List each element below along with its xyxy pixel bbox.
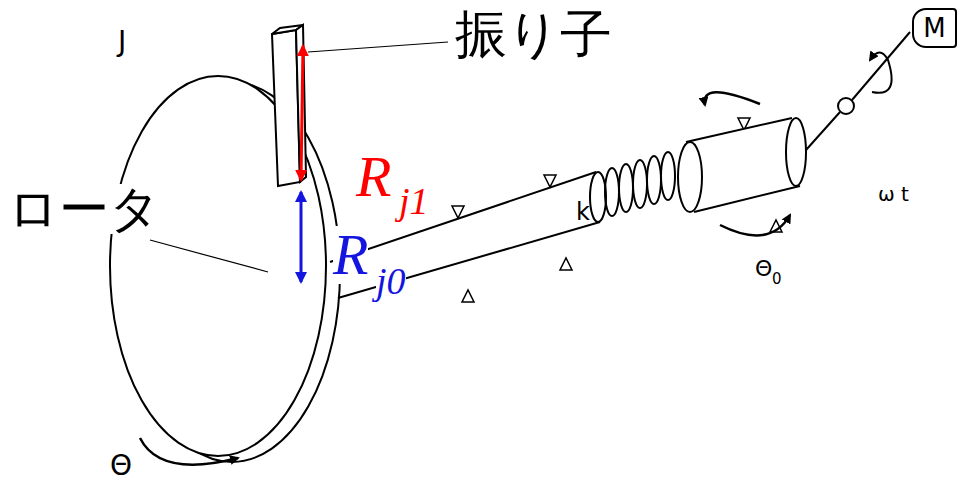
part-name: 振り子	[455, 8, 612, 60]
symbol-label: Θ	[755, 258, 772, 280]
leader-line	[308, 42, 448, 52]
radius-subscript: j1	[399, 182, 429, 220]
rotation-arrow	[720, 215, 790, 235]
dimension-arrow	[301, 46, 303, 180]
motor-label: M	[923, 15, 945, 41]
leader-line	[150, 240, 268, 272]
symbol-label: k	[576, 200, 590, 224]
input-drum	[678, 118, 806, 212]
dimension-arrow	[300, 192, 303, 282]
symbol-label: Θ	[110, 452, 132, 480]
part-name: ロータ	[8, 184, 160, 234]
rotation-arrow	[870, 53, 892, 93]
rotation-arrow	[140, 438, 238, 465]
pendulum-bar	[272, 25, 306, 186]
radius-subscript: j0	[376, 262, 406, 300]
crank	[806, 32, 910, 150]
radius-symbol: R	[333, 226, 368, 284]
spring	[605, 152, 675, 216]
symbol-label: ω t	[878, 184, 909, 204]
motor-box: M	[912, 8, 957, 48]
rotation-arrow	[705, 92, 760, 105]
symbol-subscript: 0	[772, 272, 782, 287]
radius-symbol: R	[356, 148, 391, 206]
symbol-label: J	[118, 28, 126, 56]
